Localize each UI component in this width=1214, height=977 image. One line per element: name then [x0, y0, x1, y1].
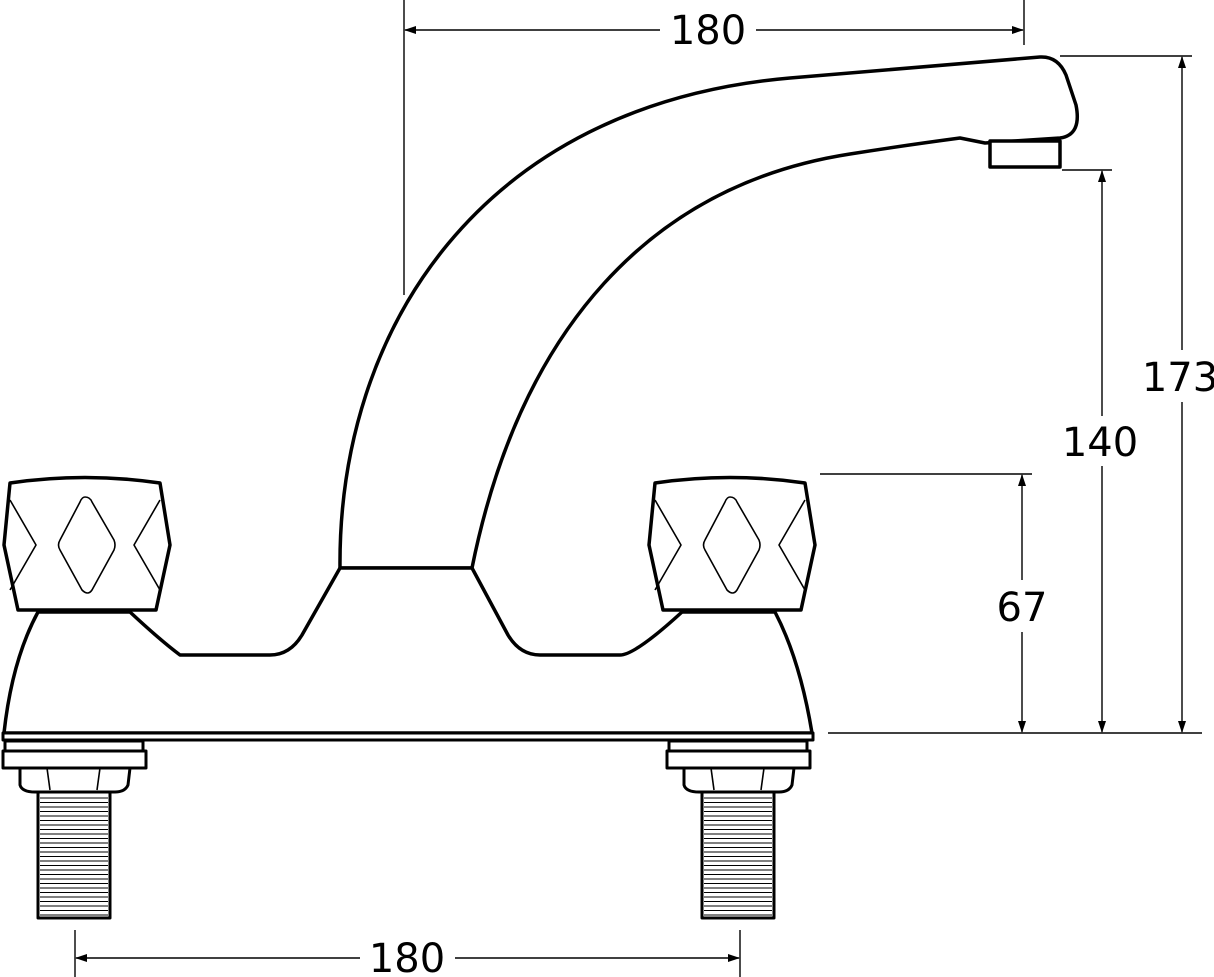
dim-label: 180 [369, 936, 445, 977]
left-handle [2, 475, 172, 612]
right-handle [647, 475, 817, 612]
spout [338, 55, 1079, 570]
dim-label: 140 [1062, 420, 1138, 466]
tap-body [2, 566, 814, 735]
dim-label: 180 [670, 8, 746, 54]
dim-outlet-height: 140 [1062, 169, 1138, 733]
threads [40, 797, 772, 916]
dim-spout-reach: 180 [403, 0, 1025, 295]
dim-label: 67 [997, 585, 1048, 631]
dim-overall-height: 173 [1060, 55, 1214, 733]
dim-tail-centres: 180 [74, 930, 741, 977]
dim-handle-height: 67 [820, 473, 1202, 734]
base-plate [1, 731, 815, 742]
aerator [988, 139, 1062, 169]
dim-label: 173 [1142, 355, 1214, 401]
